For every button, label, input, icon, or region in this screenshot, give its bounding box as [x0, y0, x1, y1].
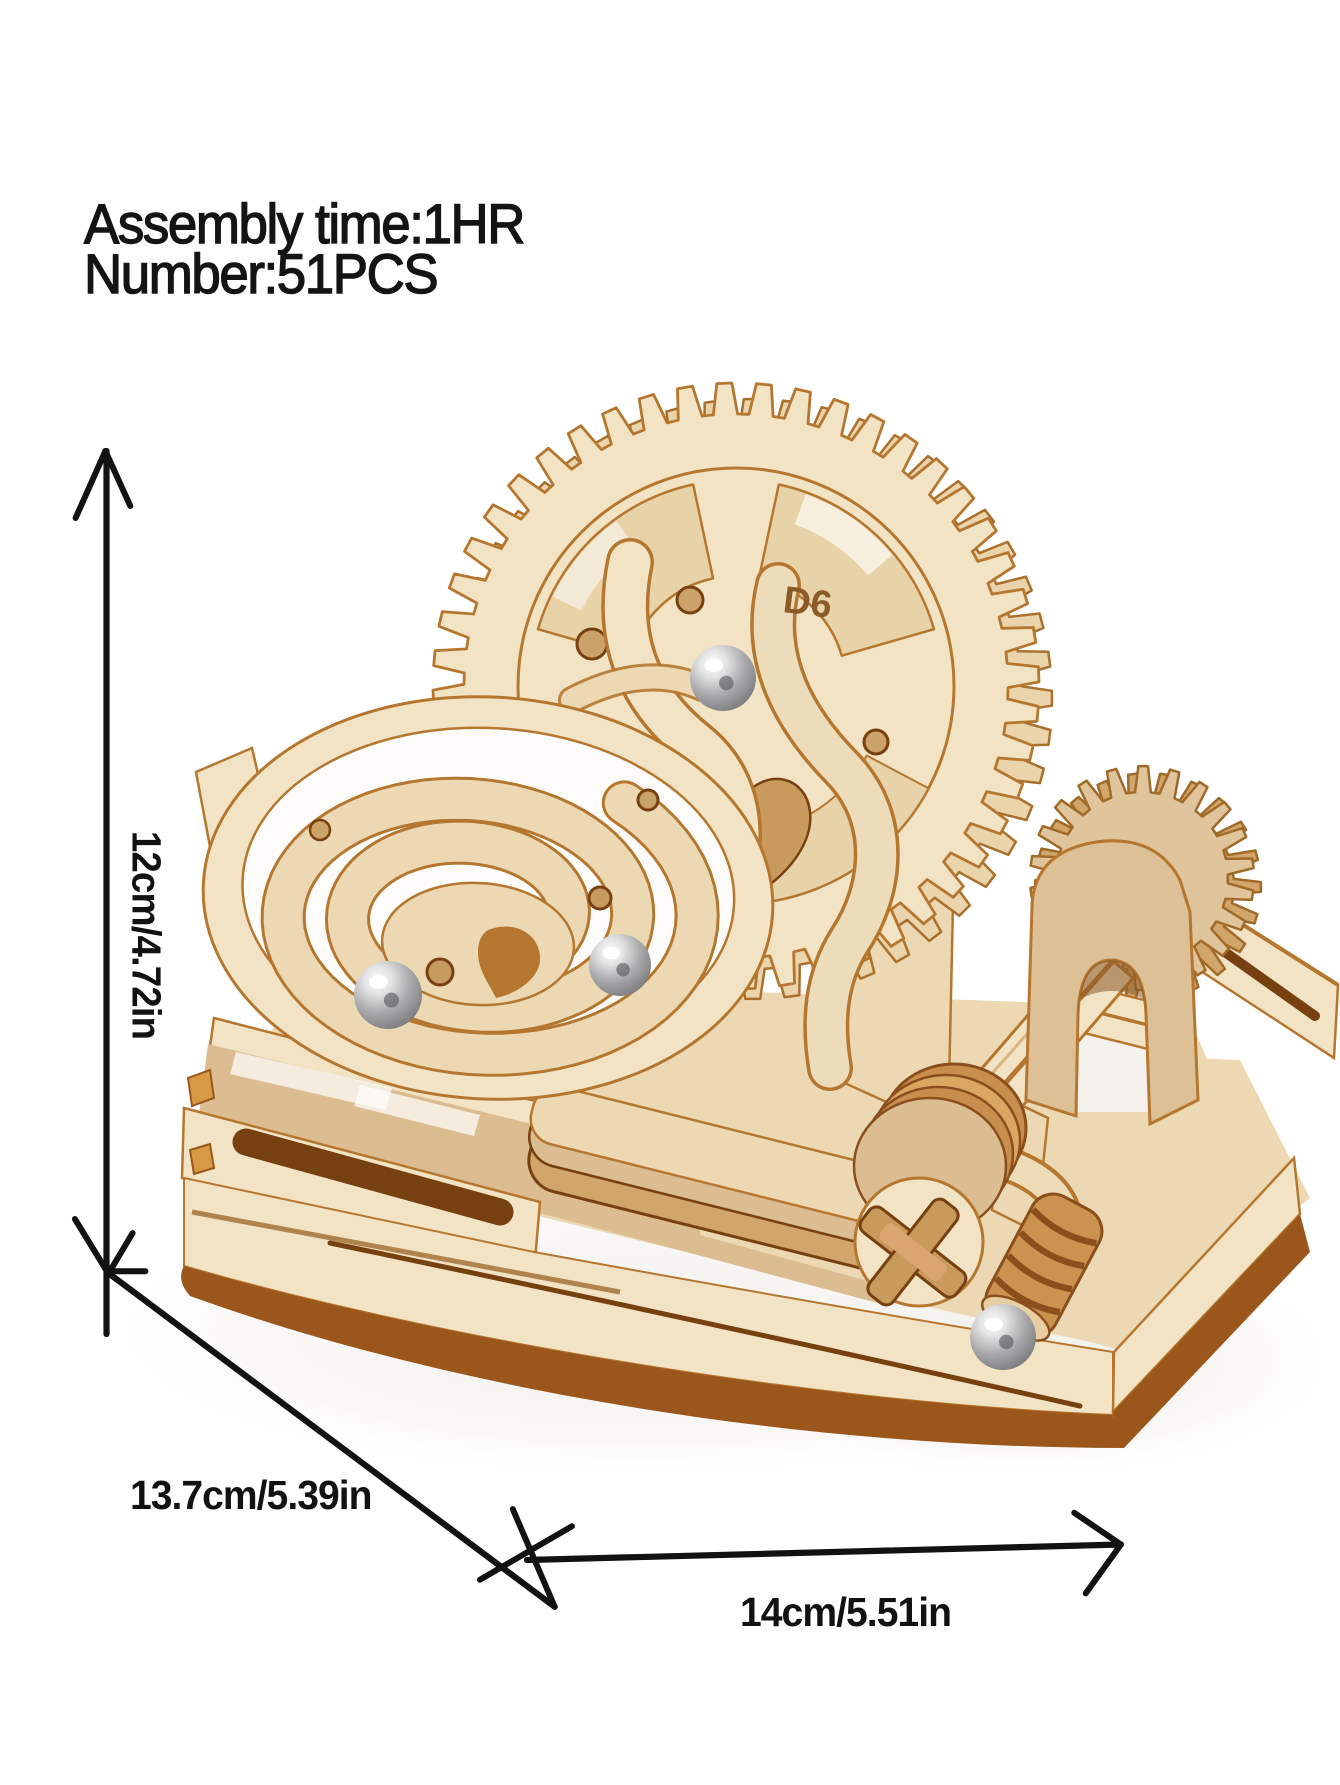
svg-text:D6: D6	[781, 579, 834, 627]
